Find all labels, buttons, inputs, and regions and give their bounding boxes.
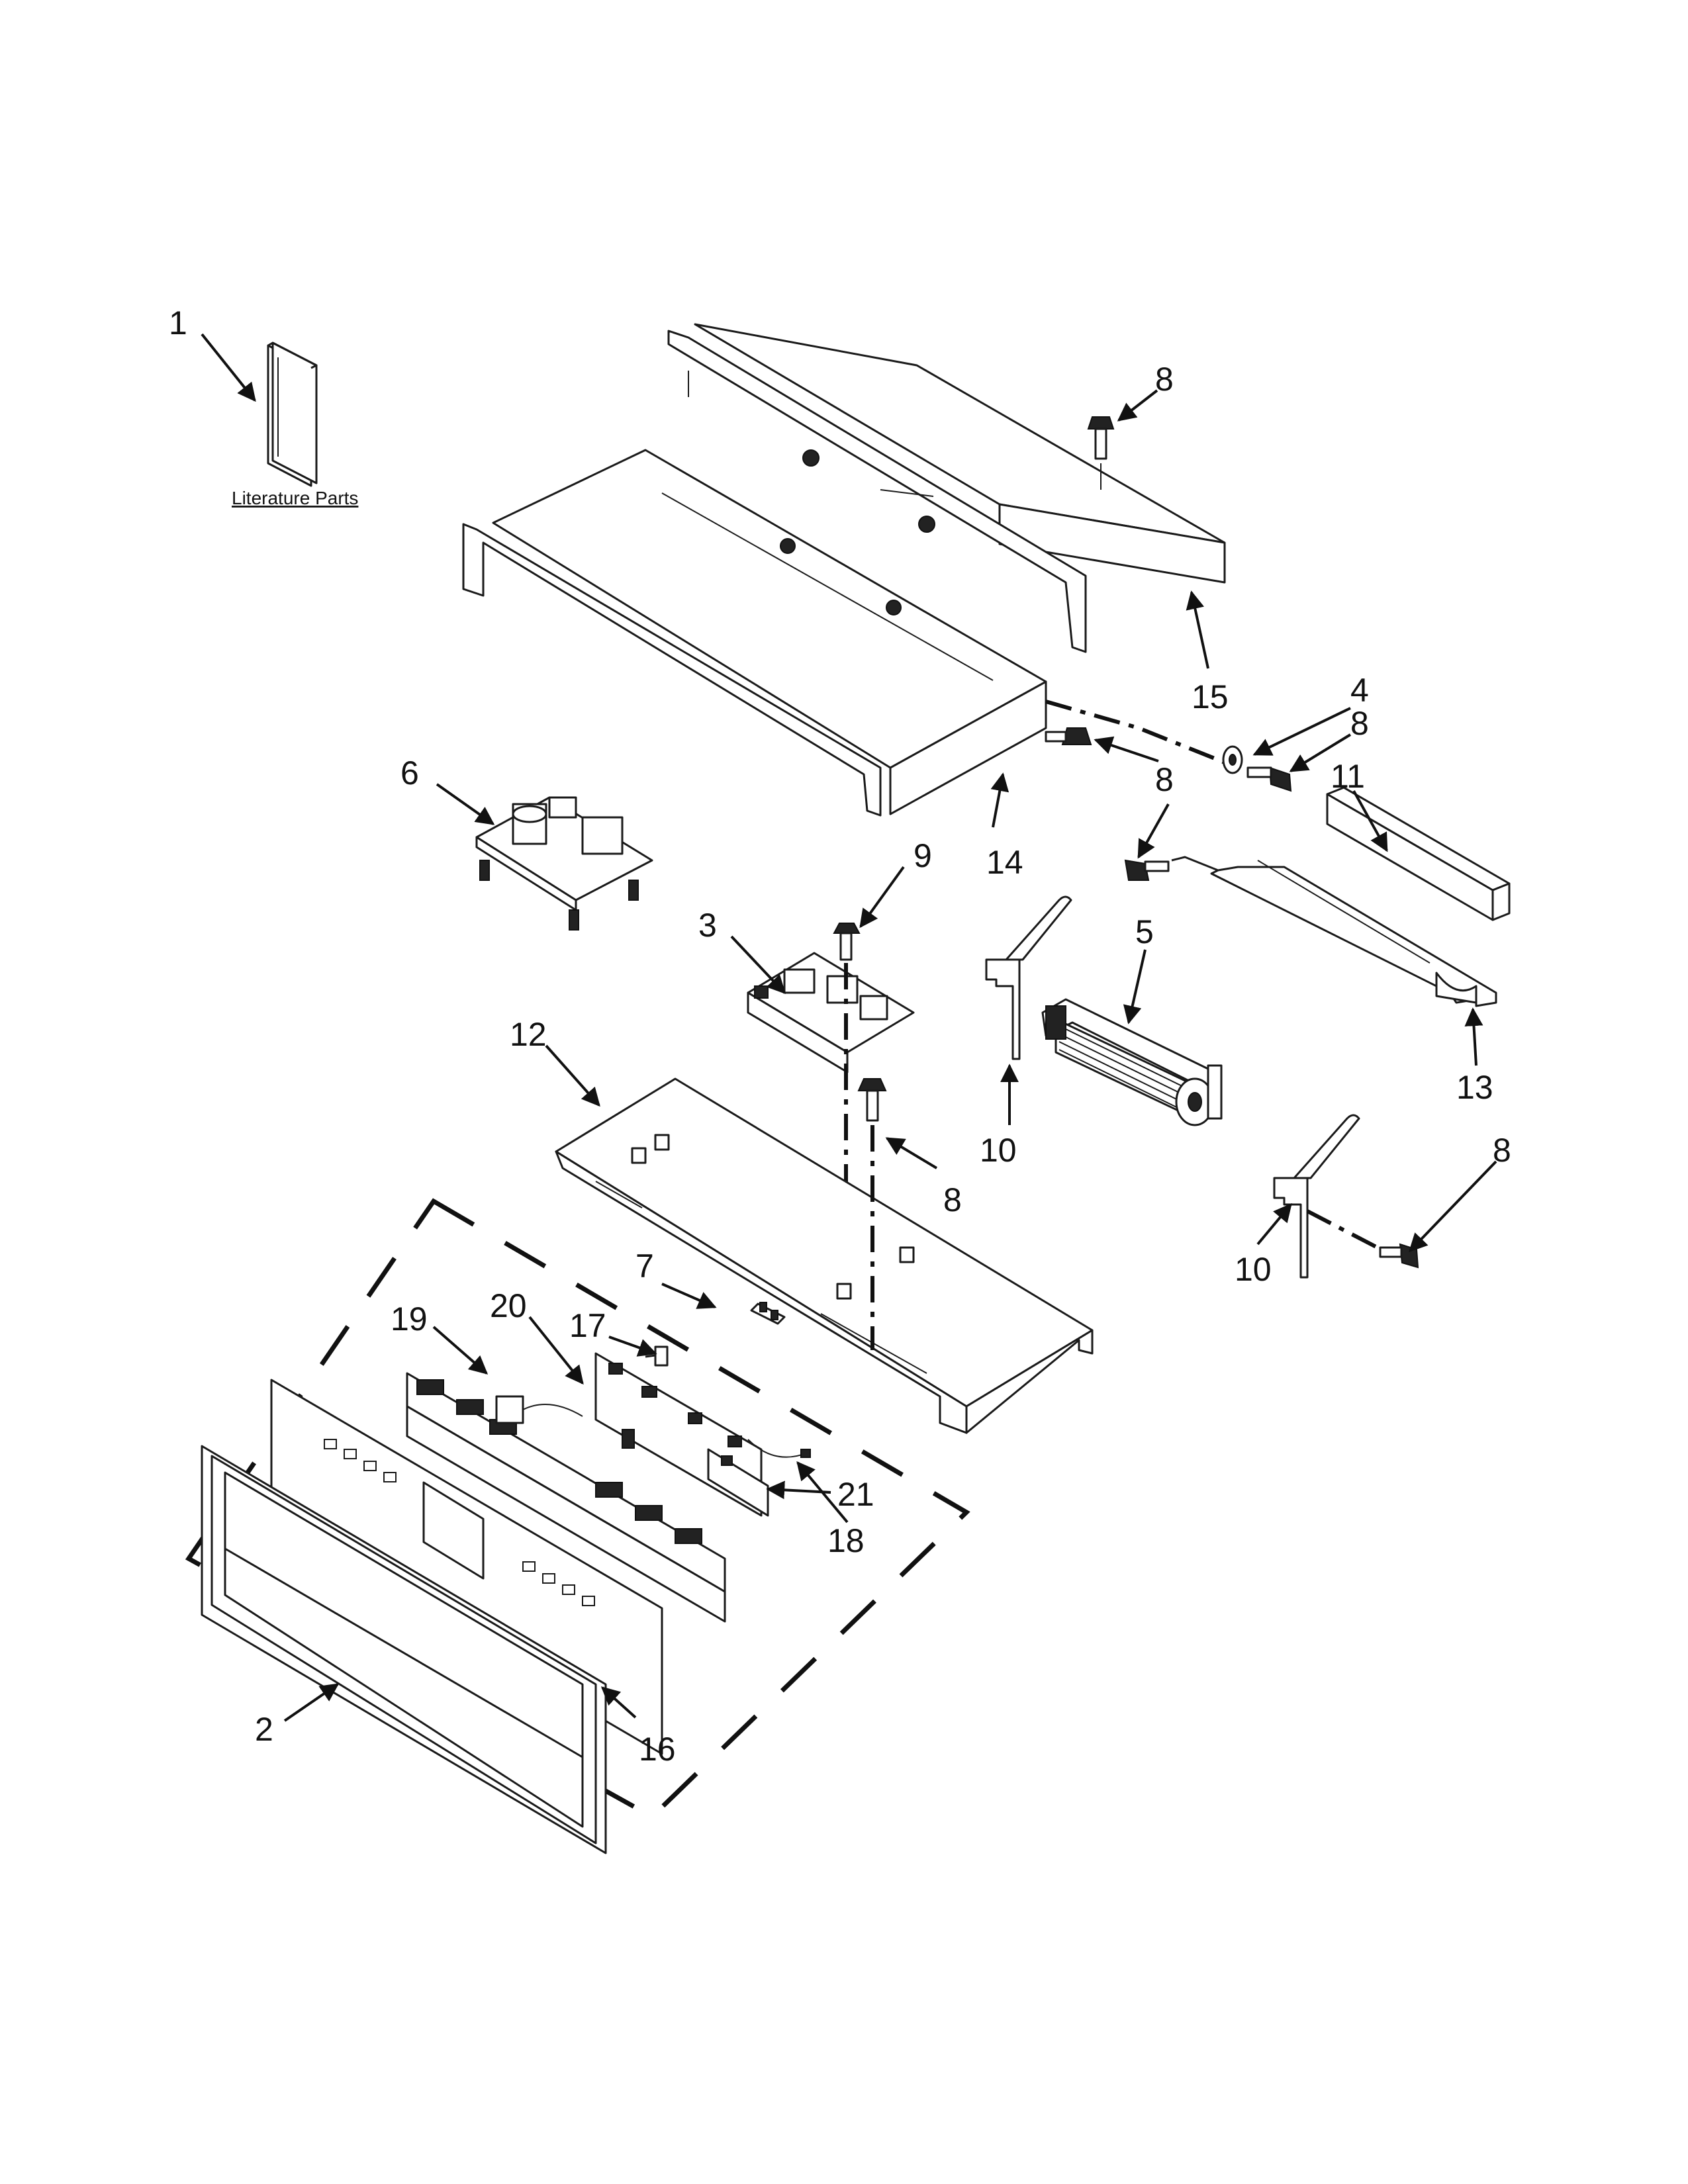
relay-board [747,952,915,1073]
fan-bracket [1210,860,1497,1007]
callout-9: 9 [914,837,932,874]
callout-15: 15 [1192,678,1229,715]
upper-top-cover [667,323,1226,653]
chain-line-4 [1045,700,1239,770]
callout-10-left: 10 [980,1132,1017,1169]
callout-8-top: 8 [1155,361,1174,398]
washer-4 [1222,745,1243,774]
callout-8-washer: 8 [1350,705,1369,742]
insulation-strip [1326,786,1511,921]
screw-8-bracket [1124,859,1170,881]
callout-1: 1 [169,304,187,341]
callout-16: 16 [639,1731,676,1768]
harness-21 [747,1439,811,1458]
touch-board-19 [406,1372,726,1623]
clip-7 [750,1302,786,1325]
literature-parts-label: Literature Parts [232,488,358,508]
control-panel-frame [201,1445,607,1854]
callout-21: 21 [837,1476,874,1513]
callout-4: 4 [1350,672,1369,709]
cooling-fan [1041,998,1223,1126]
screw-8-center [857,1078,887,1122]
callout-20: 20 [490,1287,527,1324]
lower-top-cover [462,449,1047,817]
power-board [475,796,653,931]
leader-arrows [201,333,1497,1722]
callout-3: 3 [698,907,717,944]
callout-7: 7 [635,1248,654,1285]
callout-5: 5 [1135,913,1154,950]
callout-18: 18 [827,1522,865,1559]
fan-bracket-left [985,895,1072,1060]
callout-12: 12 [510,1016,547,1053]
callout-13: 13 [1456,1069,1493,1106]
callout-14: 14 [986,844,1023,881]
screw-9 [833,923,861,961]
callout-6: 6 [400,754,419,792]
callout-2: 2 [255,1711,273,1748]
callout-8-lower-right: 8 [1493,1132,1511,1169]
chain-line-10 [1306,1209,1391,1256]
callout-11: 11 [1331,758,1365,795]
callout-8-side: 8 [1155,761,1174,798]
callout-10-right: 10 [1235,1251,1272,1288]
screw-8-right-side [1246,766,1292,792]
fan-bracket-right [1273,1114,1360,1279]
callout-numbers: 1 8 15 4 8 8 11 14 6 9 3 5 10 13 8 8 10 … [169,304,1511,1768]
screw-8-left-side [1045,727,1092,745]
callout-8-center: 8 [943,1181,962,1218]
callout-17: 17 [569,1307,606,1344]
sensor-board-18 [707,1448,769,1517]
literature-booklet [267,341,318,487]
screw-8-top [1087,416,1115,460]
control-mounting-plate [555,1077,1094,1434]
callout-19: 19 [391,1300,428,1338]
clip-17 [645,1345,669,1367]
